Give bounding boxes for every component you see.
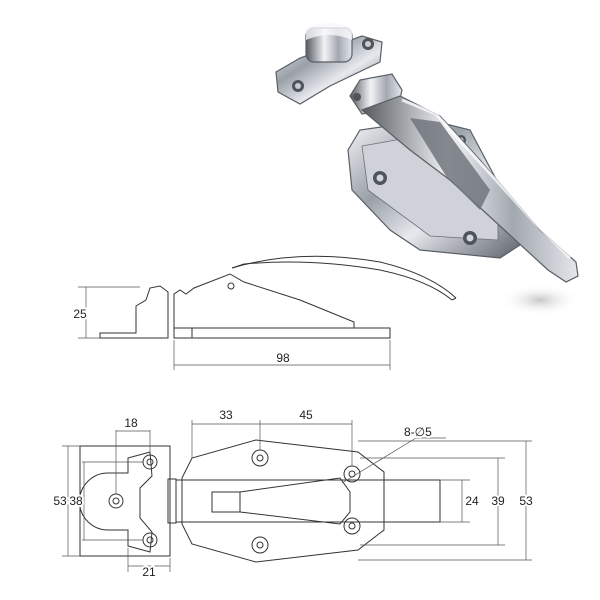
plan-view-drawing: 18 33 45 8-∅5 21 53 38 24 39 [51,406,535,581]
latch-body-part [347,73,579,283]
keeper-plan [79,445,177,557]
dim-body-inner-height: 24 [465,494,479,508]
dim-mounting-holes: 8-∅5 [404,425,432,439]
keeper-part [275,23,383,105]
product-photo [275,23,580,316]
side-view-drawing: 25 98 [71,255,457,370]
dim-side-length: 98 [276,351,290,365]
latch-body-plan [175,439,441,563]
dim-keeper-hole-height: 38 [69,494,83,508]
dim-side-height: 25 [73,307,87,321]
dim-keeper-hole-spacing: 18 [124,416,138,430]
dim-body-hole-height: 39 [491,494,505,508]
dim-body-outer-height: 53 [519,494,533,508]
dim-keeper-width: 21 [142,565,156,579]
dim-keeper-outer-height: 53 [53,494,67,508]
dim-body-hole-spacing-a: 33 [219,408,233,422]
dim-body-hole-spacing-b: 45 [299,408,313,422]
